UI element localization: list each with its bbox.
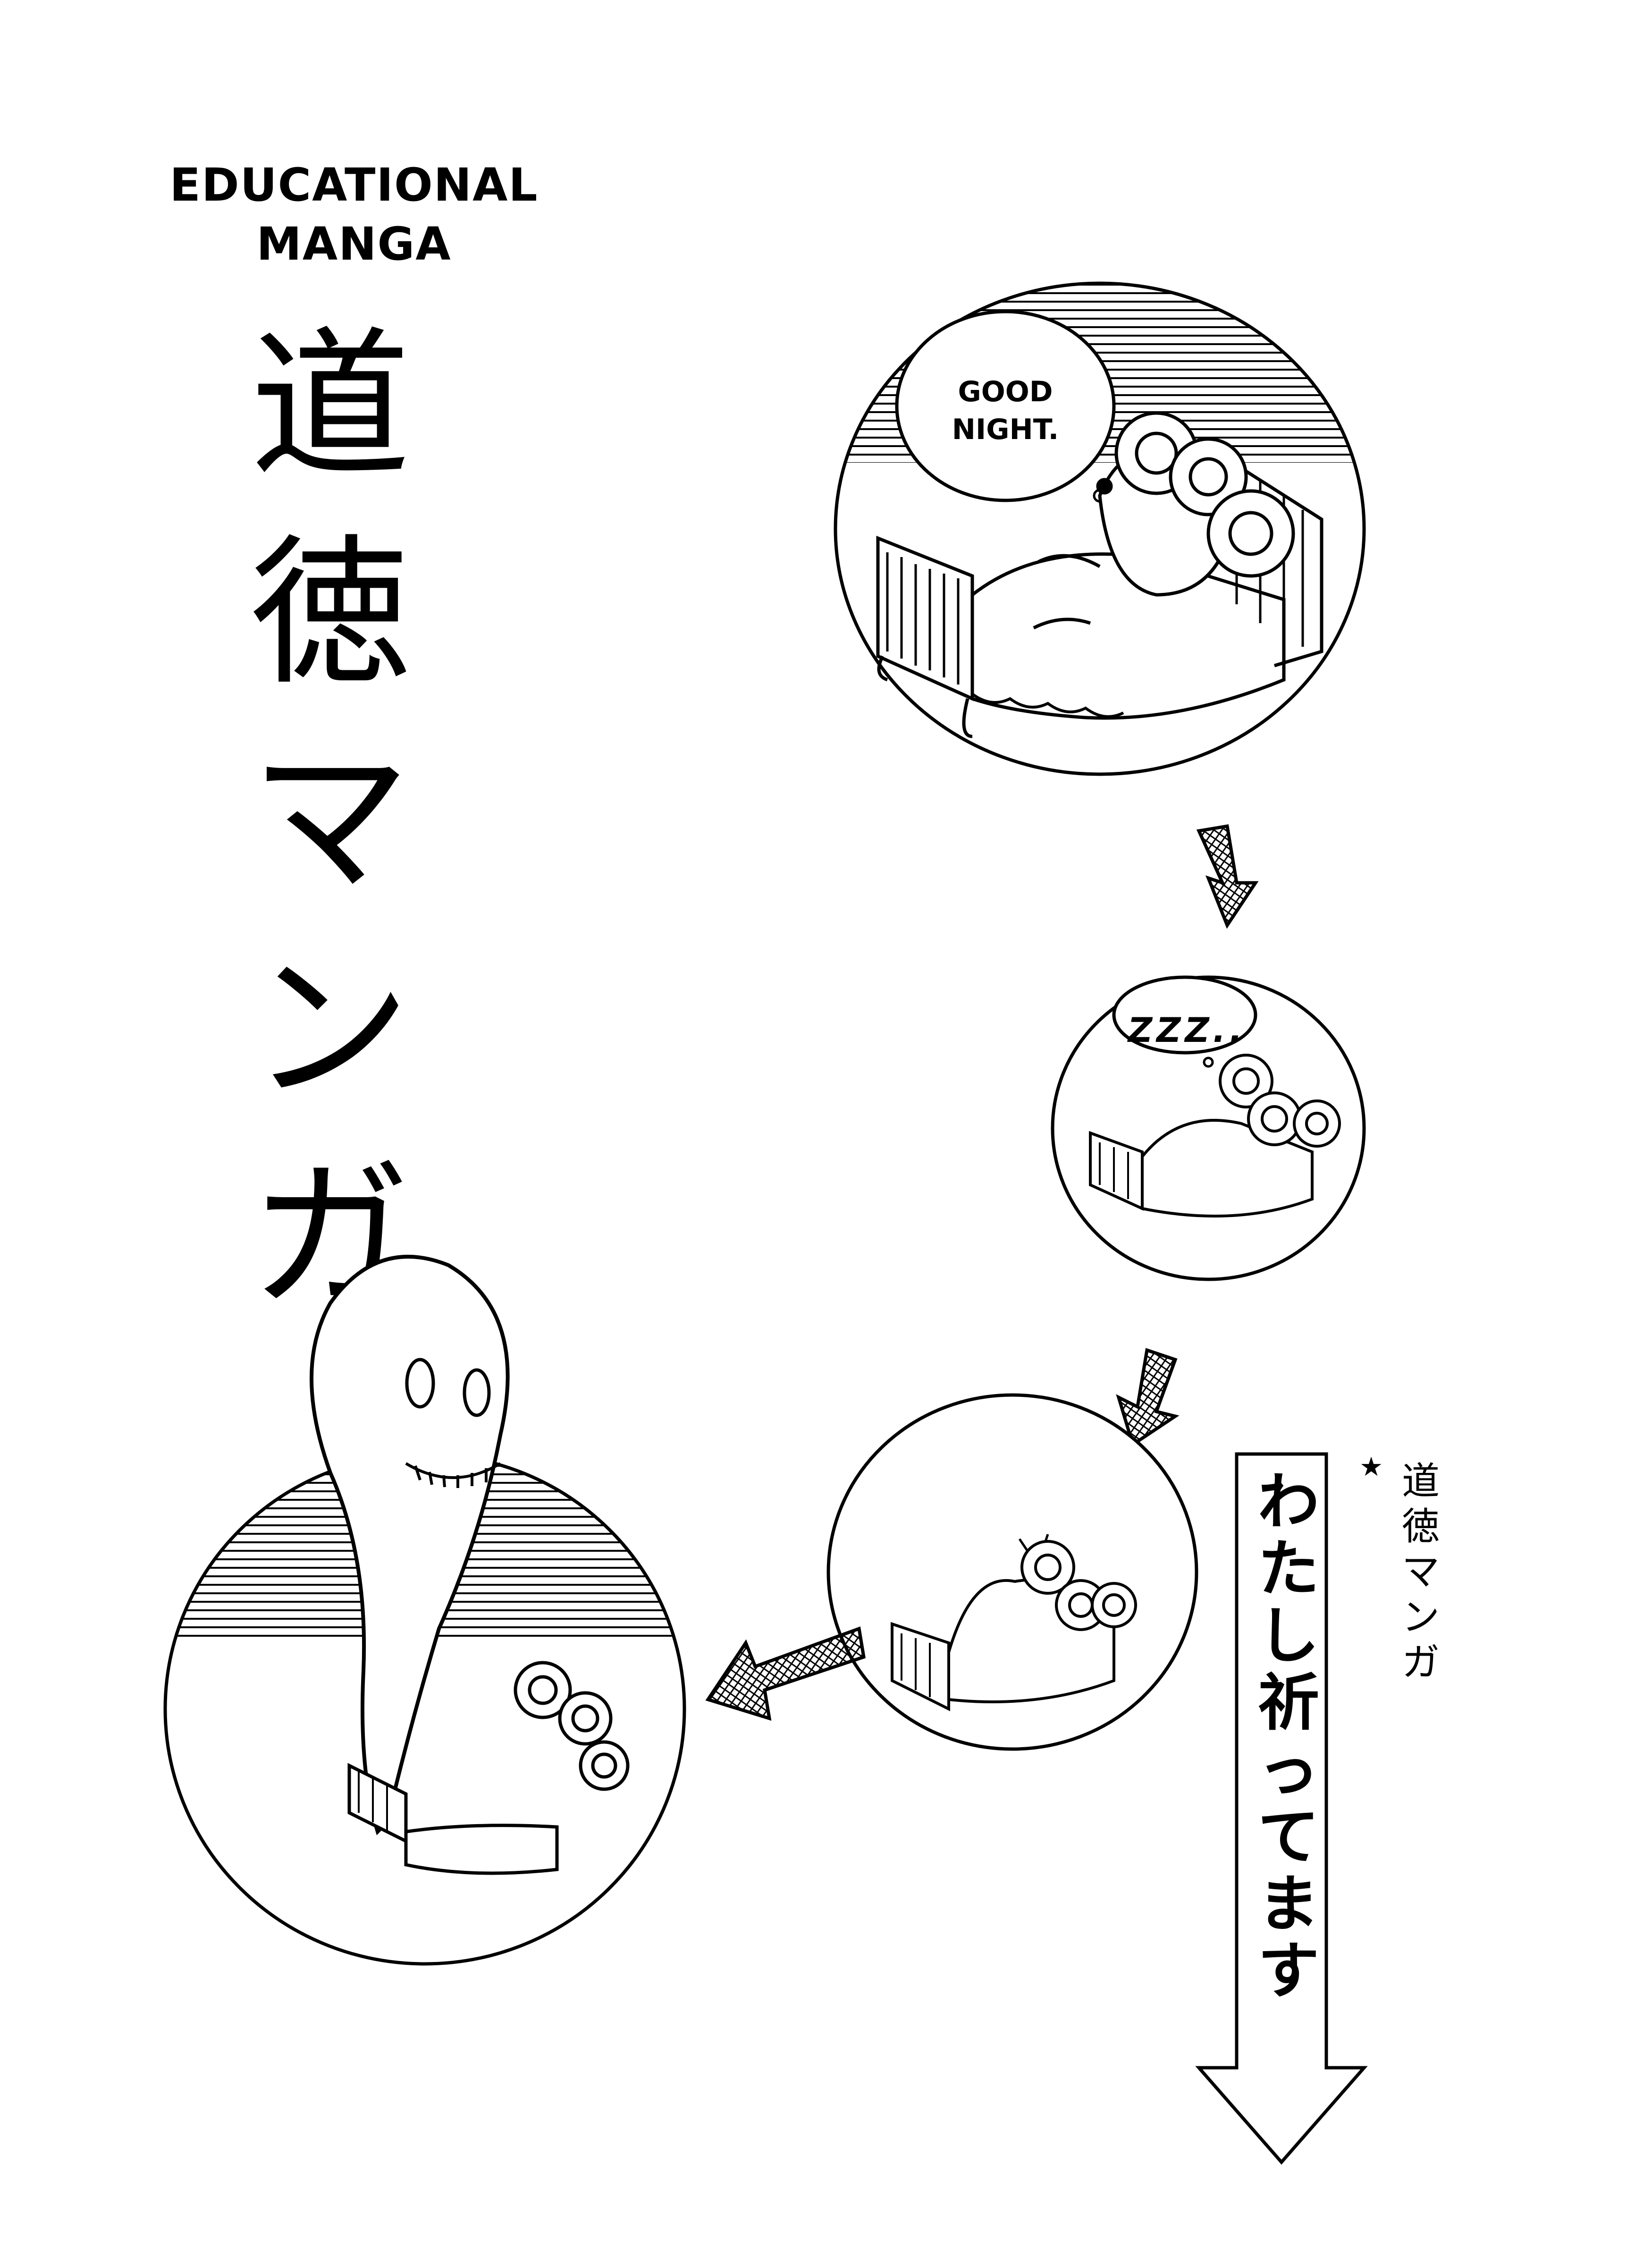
title-char: 徳 <box>250 520 411 707</box>
panel-sleeping <box>1051 975 1366 1281</box>
panel-ghost <box>163 1255 686 1966</box>
side-main-char: っ <box>1257 1734 1319 1806</box>
side-main-title: わ た し 祈 っ て ま す <box>1246 1468 1331 2004</box>
bed-illustration <box>876 452 1323 738</box>
speech-line: GOOD <box>958 375 1053 408</box>
speech-zzz: ZZZ.. <box>1124 1010 1250 1050</box>
page-heading: EDUCATIONAL MANGA <box>142 156 566 274</box>
side-subtitle-char: ン <box>1402 1595 1440 1639</box>
title-char: 道 <box>250 313 411 499</box>
down-arrow-icon <box>1196 824 1259 929</box>
down-arrow-icon <box>1116 1348 1180 1447</box>
side-subtitle: 道 徳 マ ン ガ <box>1395 1459 1447 1685</box>
side-subtitle-char: ガ <box>1402 1640 1440 1684</box>
ghost-teeth <box>405 1462 501 1488</box>
speech-line: NIGHT. <box>952 413 1059 446</box>
side-main-char: た <box>1257 1533 1319 1605</box>
left-arrow-icon <box>705 1626 866 1721</box>
panel-goodnight <box>834 281 1366 776</box>
speech-bubble <box>1112 975 1257 1055</box>
title-char: マ <box>250 728 411 915</box>
ghost-eye <box>463 1368 491 1417</box>
side-main-char: す <box>1257 1935 1319 2007</box>
heading-line2: MANGA <box>256 218 452 271</box>
vertical-title: 道 徳 マ ン ガ <box>231 302 430 1341</box>
mouse-character <box>1033 411 1295 630</box>
side-main-char: て <box>1257 1801 1319 1873</box>
side-down-arrow-icon <box>1195 1452 1368 2165</box>
side-main-char: ま <box>1257 1868 1319 1940</box>
speech-good-night: GOOD NIGHT. <box>927 373 1083 448</box>
side-main-char: わ <box>1257 1466 1319 1538</box>
side-subtitle-char: 道 <box>1402 1459 1440 1503</box>
side-subtitle-char: マ <box>1402 1550 1440 1594</box>
panel-stirring <box>826 1393 1198 1751</box>
ghost-eye <box>405 1358 435 1409</box>
speech-bubble <box>895 310 1116 502</box>
star-icon: ★ <box>1359 1452 1383 1482</box>
title-char: ン <box>250 936 411 1123</box>
side-main-char: し <box>1257 1600 1319 1672</box>
ghost-figure <box>310 1255 510 1835</box>
side-subtitle-char: 徳 <box>1402 1505 1440 1548</box>
heading-line1: EDUCATIONAL <box>169 159 539 211</box>
side-main-char: 祈 <box>1257 1667 1319 1739</box>
